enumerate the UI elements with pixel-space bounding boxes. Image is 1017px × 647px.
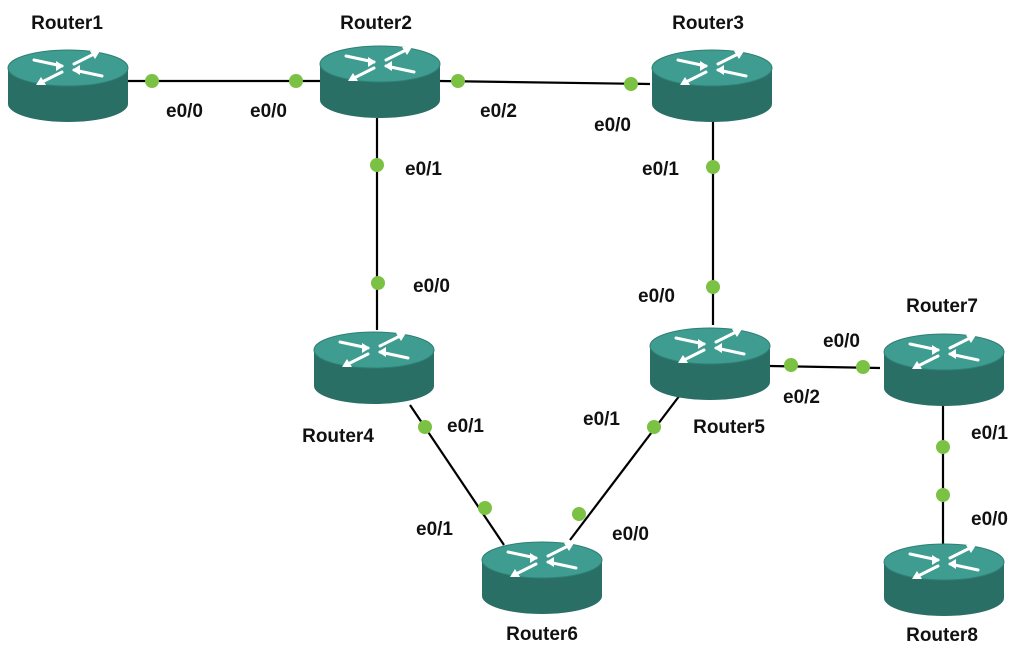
port-label: e0/0 (250, 101, 287, 122)
port-label: e0/0 (166, 101, 203, 122)
router-3[interactable] (650, 48, 774, 124)
router-6[interactable] (480, 540, 604, 616)
port-label: e0/0 (413, 276, 450, 297)
router-label-3: Router3 (672, 13, 744, 34)
port-label: e0/0 (638, 286, 675, 307)
port-label: e0/1 (971, 423, 1008, 444)
port-dot (647, 420, 661, 434)
router-icon (882, 332, 1006, 408)
link-router5-router6 (569, 394, 681, 541)
router-4[interactable] (312, 330, 436, 406)
port-dot (706, 280, 720, 294)
port-dots (145, 74, 950, 521)
port-dot (145, 74, 159, 88)
port-label: e0/0 (823, 331, 860, 352)
port-dot (418, 420, 432, 434)
port-label: e0/1 (405, 159, 442, 180)
port-dot (451, 74, 465, 88)
router-label-8: Router8 (906, 625, 978, 646)
router-icon (312, 330, 436, 406)
router-icon (648, 326, 772, 402)
router-icon (650, 48, 774, 124)
port-dot (936, 440, 950, 454)
router-label-7: Router7 (906, 296, 978, 317)
links (128, 79, 945, 546)
router-8[interactable] (882, 542, 1006, 618)
router-icon (480, 540, 604, 616)
router-icon (6, 48, 130, 124)
router-label-1: Router1 (31, 13, 103, 34)
port-label: e0/1 (583, 409, 620, 430)
router-icon (882, 542, 1006, 618)
port-label: e0/1 (642, 159, 679, 180)
port-labels: e0/0 e0/0 e0/2 e0/0 e0/1 e0/0 e0/1 e0/0 … (166, 101, 1008, 545)
port-dot (856, 360, 870, 374)
port-label: e0/1 (416, 519, 453, 540)
router-5[interactable] (648, 326, 772, 402)
router-2[interactable] (318, 44, 442, 120)
port-label: e0/0 (971, 509, 1008, 530)
port-label: e0/0 (594, 115, 631, 136)
port-dot (624, 77, 638, 91)
port-dot (370, 158, 384, 172)
router-icon (318, 44, 442, 120)
router-7[interactable] (882, 332, 1006, 408)
port-dot (572, 507, 586, 521)
port-label: e0/2 (480, 101, 517, 122)
port-dot (371, 276, 385, 290)
router-label-4: Router4 (302, 426, 374, 447)
router-1[interactable] (6, 48, 130, 124)
port-dot (784, 358, 798, 372)
port-dot (478, 501, 492, 515)
link-router2-router3 (439, 79, 651, 86)
router-label-6: Router6 (506, 624, 578, 645)
port-dot (289, 74, 303, 88)
port-label: e0/0 (612, 524, 649, 545)
port-dot (936, 488, 950, 502)
router-label-5: Router5 (693, 417, 765, 438)
port-dot (706, 160, 720, 174)
router-label-2: Router2 (340, 13, 412, 34)
port-label: e0/2 (783, 387, 820, 408)
port-label: e0/1 (447, 416, 484, 437)
router-labels: Router1 Router2 Router3 Router4 Router5 … (31, 13, 978, 646)
